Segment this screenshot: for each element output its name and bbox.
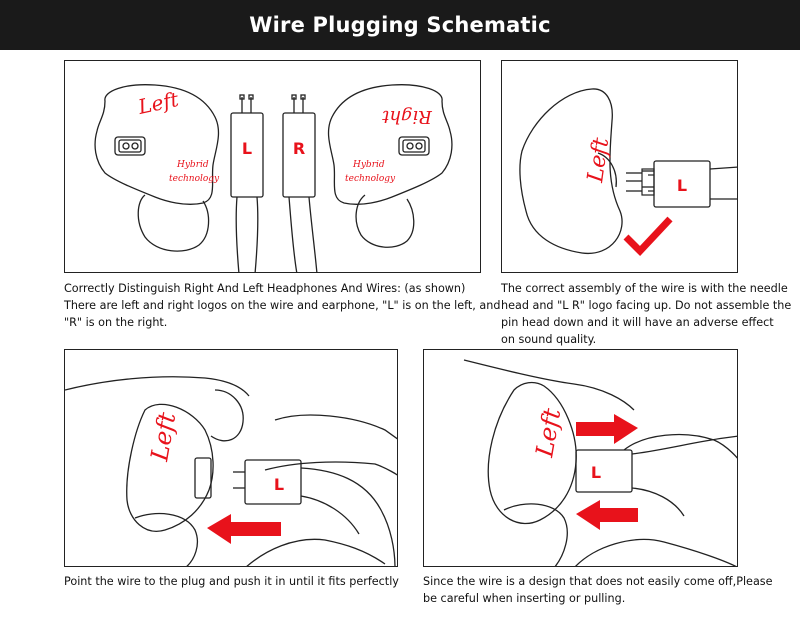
panel1-caption: Correctly Distinguish Right And Left Hea… xyxy=(64,280,500,331)
page-title: Wire Plugging Schematic xyxy=(249,13,551,37)
left-wire-label: L xyxy=(242,139,252,158)
caption-line: on sound quality. xyxy=(501,333,597,346)
wire-cable xyxy=(631,435,737,517)
left-wire-plug xyxy=(230,112,264,198)
earphone-shell xyxy=(487,381,577,525)
caption-line: The correct assembly of the wire is with… xyxy=(501,282,788,295)
panel-correct-assembly: Left L xyxy=(501,60,738,273)
left-hybrid-text-2: technology xyxy=(169,174,220,184)
caption-line: "R" is on the right. xyxy=(64,316,168,329)
ear-tip xyxy=(210,389,244,442)
right-wire-label: R xyxy=(293,139,305,158)
push-in-illustration: Left L xyxy=(65,376,397,566)
earphone-logo: Left xyxy=(145,410,181,464)
panel4-caption: Since the wire is a design that does not… xyxy=(423,573,773,607)
panel3-caption: Point the wire to the plug and push it i… xyxy=(64,573,399,590)
right-earphone-logo: Right xyxy=(381,106,432,127)
earphone-logo: Left xyxy=(583,136,614,185)
caption-line: head and "L R" logo facing up. Do not as… xyxy=(501,299,792,312)
right-earphone-shell xyxy=(327,84,453,205)
earphones-wires-illustration: Left Right Hybrid technology Hybrid tech… xyxy=(94,84,453,272)
panel-distinguish-left-right: Left Right Hybrid technology Hybrid tech… xyxy=(64,60,481,273)
right-hybrid-text-2: technology xyxy=(345,174,396,184)
finger-right xyxy=(623,433,737,459)
wire-label: L xyxy=(274,475,284,494)
finger-right xyxy=(274,414,397,440)
caption-line: Correctly Distinguish Right And Left Hea… xyxy=(64,282,466,295)
right-ear-tip xyxy=(355,194,415,248)
earphone-shell xyxy=(519,88,623,254)
panel-push-in: Left L xyxy=(64,349,398,567)
right-hybrid-text-1: Hybrid xyxy=(352,160,385,170)
right-wire-cable xyxy=(288,196,318,272)
right-wire-plug xyxy=(282,112,316,198)
earphone-logo: Left xyxy=(530,406,566,460)
arrow-right-icon xyxy=(576,414,638,444)
caption-line: be careful when inserting or pulling. xyxy=(423,592,626,605)
right-connector-socket xyxy=(398,136,430,156)
wire-cable xyxy=(709,166,737,200)
caption-line: pin head down and it will have an advers… xyxy=(501,316,774,329)
wire-cable xyxy=(300,467,396,566)
left-wire-cable xyxy=(235,196,259,272)
finger-top xyxy=(65,376,250,397)
header-bar: Wire Plugging Schematic xyxy=(0,0,800,50)
panel2-caption: The correct assembly of the wire is with… xyxy=(501,280,791,348)
earphone-shell xyxy=(126,403,214,532)
caption-line: Since the wire is a design that does not… xyxy=(423,575,773,588)
caption-line: There are left and right logos on the wi… xyxy=(64,299,501,312)
pulling-illustration: Left L xyxy=(463,359,737,566)
wire-plug xyxy=(575,449,633,493)
arrow-left-icon xyxy=(576,500,638,530)
checkmark-icon xyxy=(623,216,673,257)
wire-label: L xyxy=(591,463,601,482)
left-connector-socket xyxy=(114,136,146,156)
assembly-illustration: Left L xyxy=(519,88,737,257)
wire-label: L xyxy=(677,176,687,195)
finger-top xyxy=(463,359,635,411)
left-earphone-logo: Left xyxy=(135,87,182,119)
thumb-bottom xyxy=(503,503,568,566)
left-hybrid-text-1: Hybrid xyxy=(176,160,209,170)
panel-careful-pulling: Left L xyxy=(423,349,738,567)
thumb-bottom xyxy=(134,512,199,566)
caption-line: Point the wire to the plug and push it i… xyxy=(64,575,399,588)
wire-plug xyxy=(244,459,302,505)
left-ear-tip xyxy=(137,194,210,252)
left-earphone-shell xyxy=(94,84,220,205)
arrow-left-icon xyxy=(207,514,281,544)
